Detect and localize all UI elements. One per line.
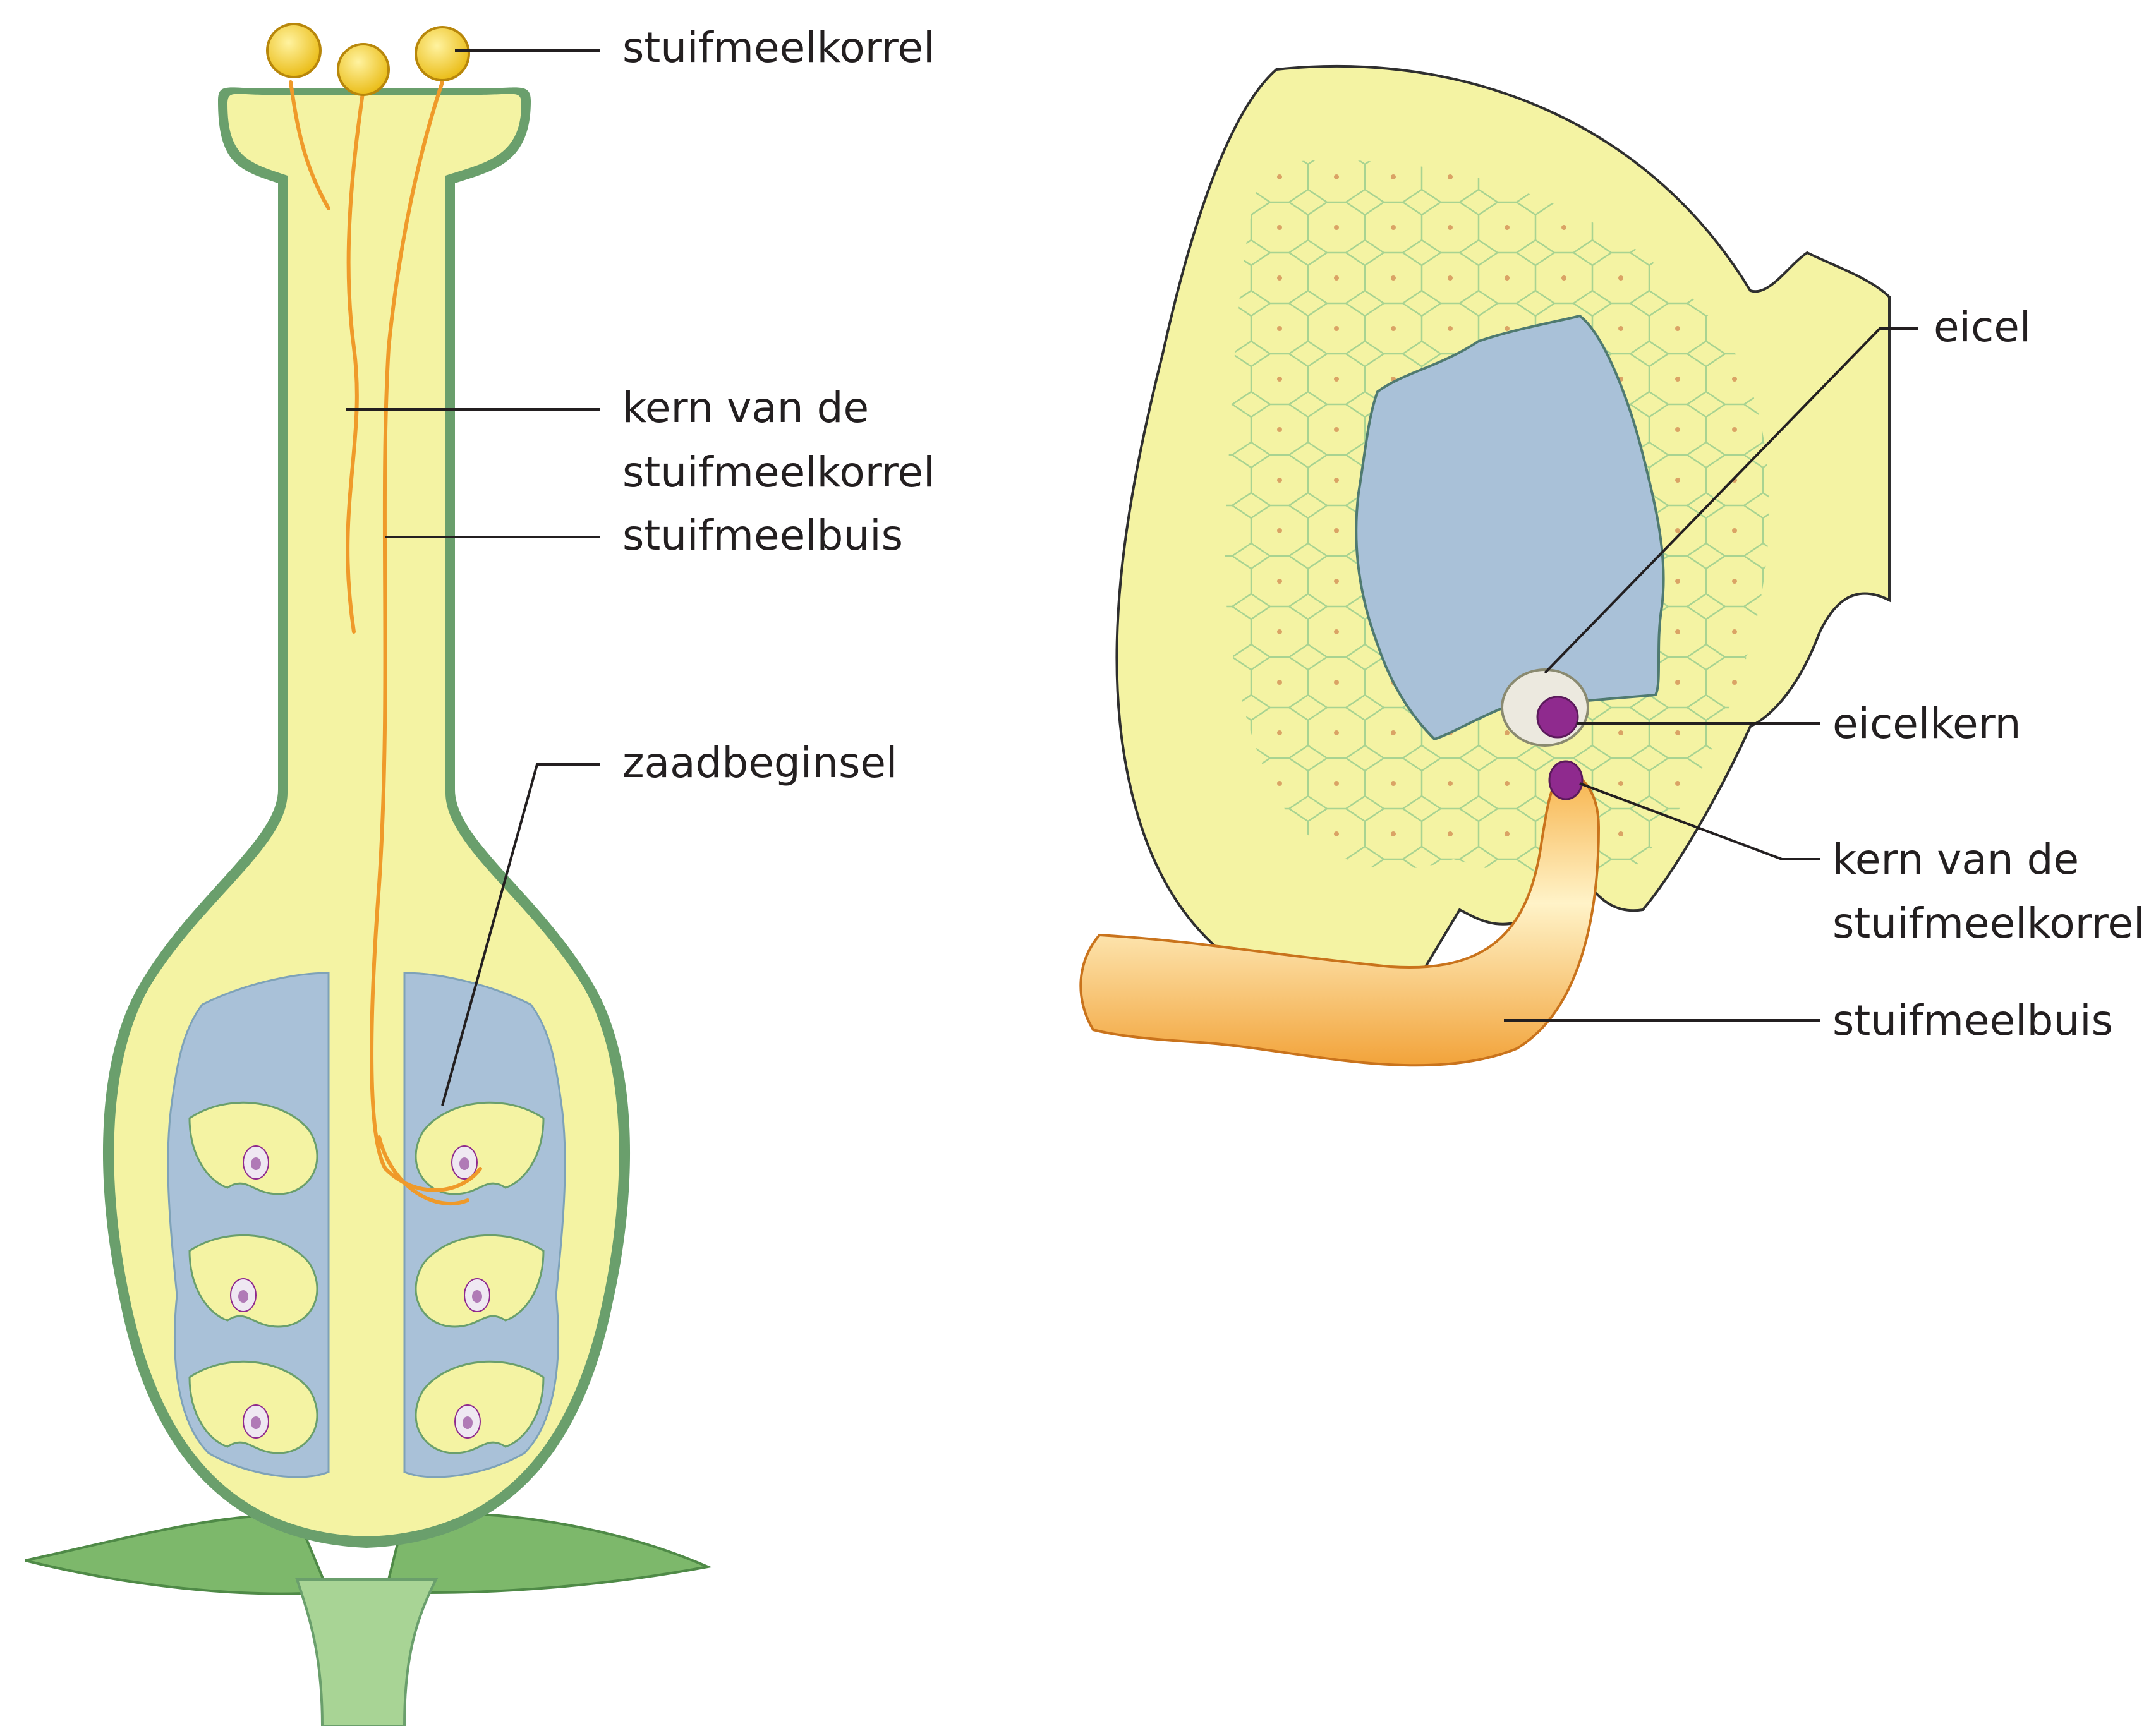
pollen-grain: [416, 27, 469, 80]
label-pollen-grain: stuifmeelkorrel: [622, 23, 935, 72]
label-egg-cell: eicel: [1934, 303, 2031, 351]
label-pollen-nucleus-line2: stuifmeelkorrel: [622, 448, 935, 497]
label-pollen-nucleus-right-line1: kern van de: [1832, 835, 2079, 884]
pollen-grain: [267, 24, 320, 77]
label-pollen-tube: stuifmeelbuis: [622, 511, 903, 560]
label-pollen-nucleus-right-line2: stuifmeelkorrel: [1832, 899, 2145, 948]
embryo-sac: [1356, 316, 1663, 739]
ovules-right: [416, 1102, 543, 1453]
label-egg-nucleus: eicelkern: [1832, 699, 2021, 748]
pollen-nucleus: [1549, 761, 1582, 799]
label-pollen-tube-right: stuifmeelbuis: [1832, 996, 2113, 1045]
label-pollen-nucleus-line1: kern van de: [622, 383, 869, 432]
flower-stem: [297, 1579, 436, 1726]
pistil-diagram: [25, 24, 708, 1726]
pollen-grains: [267, 24, 469, 95]
ovule-closeup-diagram: [1081, 66, 1889, 1065]
label-ovule: zaadbeginsel: [622, 739, 897, 787]
pollen-grain: [338, 44, 389, 95]
egg-cell-nucleus: [1537, 697, 1578, 737]
